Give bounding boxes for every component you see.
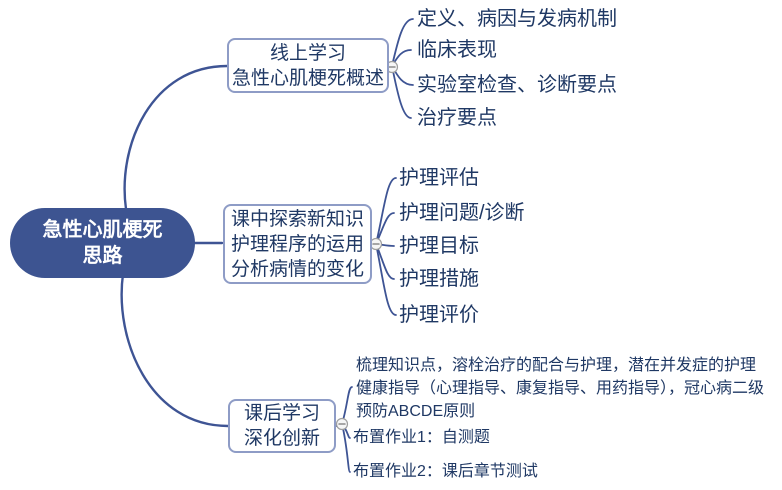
- connector-branch2-leaf: [375, 243, 397, 316]
- subtopic-nursing-goals[interactable]: 护理目标: [399, 235, 479, 257]
- branch-node-after-class[interactable]: 课后学习 深化创新: [228, 399, 336, 453]
- subtopic-knowledge-summary[interactable]: 梳理知识点，溶栓治疗的配合与护理，潜在并发症的护理健康指导（心理指导、康复指导、…: [356, 357, 765, 420]
- root-title-line1: 急性心肌梗死: [42, 219, 163, 241]
- branch-node-online-learning[interactable]: 线上学习 急性心肌梗死概述: [227, 38, 389, 93]
- subtopic-nursing-evaluation[interactable]: 护理评价: [399, 304, 479, 326]
- subtopic-nursing-measures[interactable]: 护理措施: [399, 268, 479, 290]
- connector-branch2-leaf: [375, 177, 397, 245]
- root-title-line2: 思路: [82, 245, 123, 267]
- collapse-handle-icon[interactable]: [369, 237, 383, 251]
- subtopic-treatment-points[interactable]: 治疗要点: [417, 107, 497, 129]
- branch-node-classroom-exploration[interactable]: 课中探索新知识 护理程序的运用 分析病情的变化: [223, 204, 372, 284]
- connector-root-branch3: [120, 272, 230, 428]
- subtopic-nursing-assessment[interactable]: 护理评估: [399, 167, 479, 189]
- subtopic-nursing-problems-diagnosis[interactable]: 护理问题/诊断: [399, 202, 525, 224]
- subtopic-clinical-manifestations[interactable]: 临床表现: [417, 39, 497, 61]
- branch-label-line: 分析病情的变化: [230, 258, 364, 280]
- branch-label-line: 线上学习: [269, 42, 346, 64]
- connector-branch3-leaf: [341, 423, 351, 473]
- branch-label-line: 急性心肌梗死概述: [231, 67, 384, 89]
- subtopic-lab-tests-diagnosis[interactable]: 实验室检查、诊断要点: [417, 74, 617, 96]
- subtopic-assignment-2[interactable]: 布置作业2：课后章节测试: [353, 463, 538, 480]
- subtopic-definition-etiology[interactable]: 定义、病因与发病机制: [417, 8, 617, 30]
- collapse-handle-icon[interactable]: [335, 417, 349, 431]
- branch-label-line: 护理程序的运用: [230, 233, 364, 255]
- branch-label-line: 课后学习: [243, 403, 320, 424]
- connector-root-branch1: [123, 64, 229, 211]
- connector-branch1-leaf: [391, 18, 414, 67]
- connector-branch1-leaf: [391, 65, 412, 119]
- subtopic-assignment-1[interactable]: 布置作业1：自测题: [353, 429, 490, 446]
- branch-label-line: 课中探索新知识: [230, 208, 364, 230]
- root-node[interactable]: 急性心肌梗死 思路: [10, 208, 195, 278]
- branch-label-line: 深化创新: [243, 428, 320, 449]
